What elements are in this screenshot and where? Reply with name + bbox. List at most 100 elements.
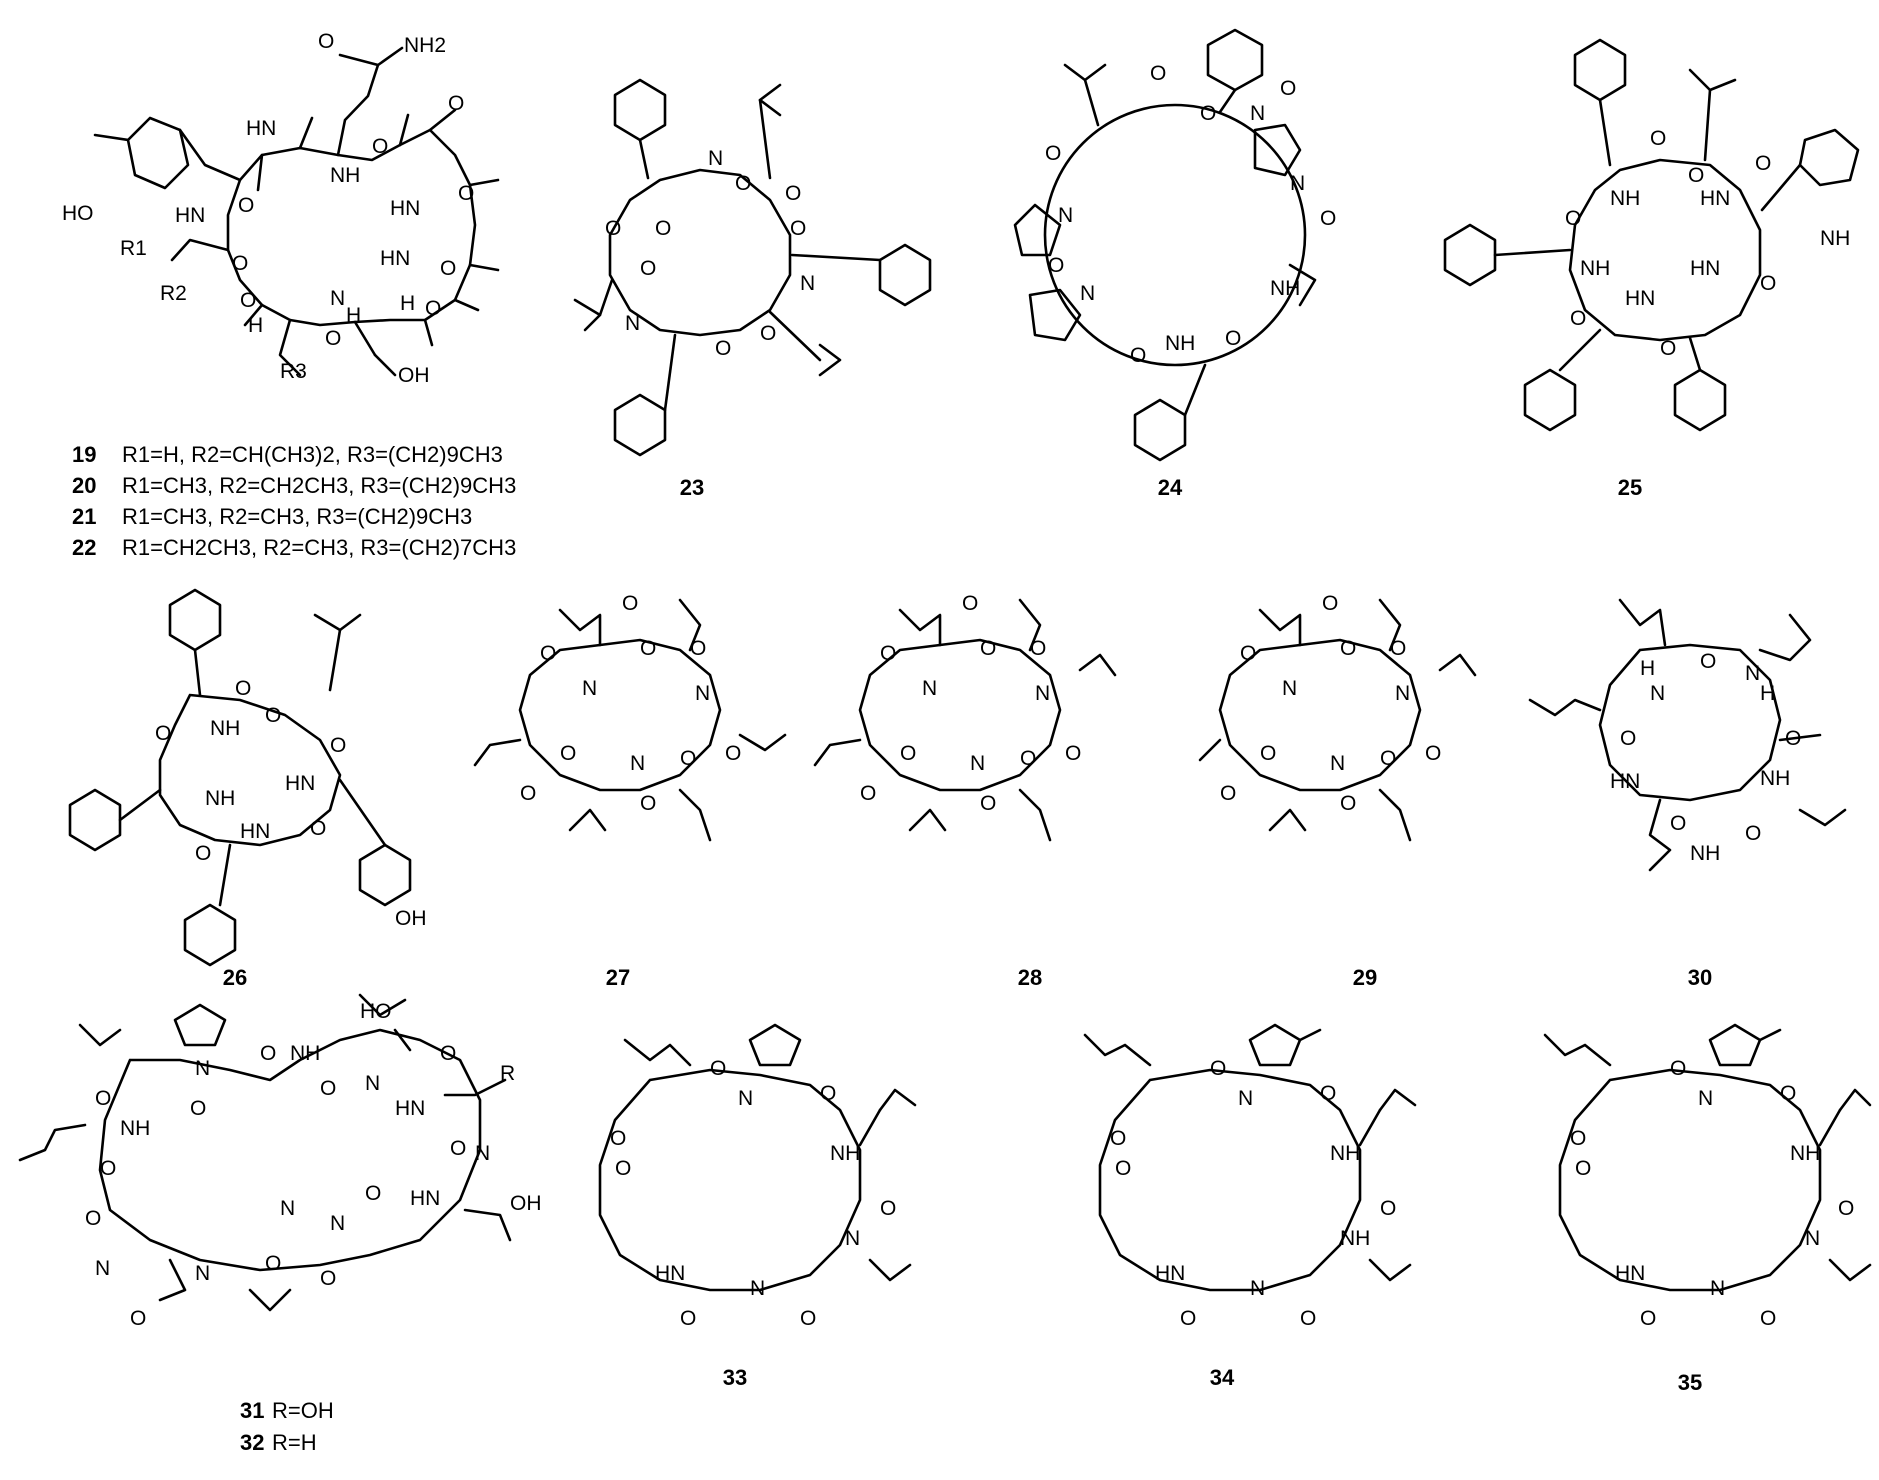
atom-O: O bbox=[1210, 1057, 1226, 1080]
atom-R2: R2 bbox=[160, 282, 187, 305]
atom-O: O bbox=[1640, 1307, 1656, 1330]
atom-O: O bbox=[735, 172, 751, 195]
atom-O: O bbox=[1320, 207, 1336, 230]
atom-O: O bbox=[1048, 254, 1064, 277]
atom-O: O bbox=[1380, 1197, 1396, 1220]
atom-O: O bbox=[1570, 1127, 1586, 1150]
atom-O: O bbox=[1065, 742, 1081, 765]
rgroup-text: R1=CH2CH3, R2=CH3, R3=(CH2)7CH3 bbox=[122, 535, 516, 560]
atom-NH: NH bbox=[205, 787, 235, 810]
structure-34: O N O O NH O O NH HN N O O 34 bbox=[1083, 1023, 1417, 1390]
structure-35: O N O O NH O O N HN N O O 35 bbox=[1543, 1023, 1872, 1395]
atom-O: O bbox=[1700, 650, 1716, 673]
atom-O: O bbox=[1620, 727, 1636, 750]
atom-O: O bbox=[980, 792, 996, 815]
structure-33: O N O O NH O O N HN N O O 33 bbox=[598, 1023, 917, 1390]
atom-O: O bbox=[458, 182, 474, 205]
rgroup-num: 20 bbox=[72, 473, 96, 498]
atom-HN: HN bbox=[1615, 1262, 1645, 1285]
atom-HN: HN bbox=[1625, 287, 1655, 310]
atom-HN: HN bbox=[395, 1097, 425, 1120]
atom-N: N bbox=[1650, 682, 1665, 705]
compound-label: 28 bbox=[1018, 965, 1042, 990]
atom-HN: HN bbox=[240, 820, 270, 843]
compound-label: 23 bbox=[680, 475, 704, 500]
atom-O: O bbox=[1425, 742, 1441, 765]
atom-O: O bbox=[310, 817, 326, 840]
atom-O: O bbox=[1745, 822, 1761, 845]
atom-O: O bbox=[440, 1042, 456, 1065]
atom-O: O bbox=[232, 252, 248, 275]
structure-24: O O N O N O NH O NH O N O N O 24 bbox=[1013, 28, 1336, 500]
atom-O: O bbox=[1340, 637, 1356, 660]
atom-O: O bbox=[1225, 327, 1241, 350]
atom-N: N bbox=[1250, 1277, 1265, 1300]
atom-O: O bbox=[760, 322, 776, 345]
atom-OH: OH bbox=[395, 907, 427, 930]
atom-O: O bbox=[680, 1307, 696, 1330]
atom-O: O bbox=[1110, 1127, 1126, 1150]
atom-O: O bbox=[1260, 742, 1276, 765]
atom-O: O bbox=[962, 592, 978, 615]
atom-O: O bbox=[1020, 747, 1036, 770]
compound-label: 24 bbox=[1158, 475, 1183, 500]
compound-label: 25 bbox=[1618, 475, 1642, 500]
atom-O: O bbox=[640, 257, 656, 280]
atom-N: N bbox=[95, 1257, 110, 1280]
atom-R: R bbox=[500, 1062, 515, 1085]
atom-O: O bbox=[440, 257, 456, 280]
rgroup-text: R=H bbox=[272, 1430, 317, 1455]
atom-O: O bbox=[450, 1137, 466, 1160]
atom-O: O bbox=[155, 722, 171, 745]
compound-label: 33 bbox=[723, 1365, 747, 1390]
compound-label: 26 bbox=[223, 965, 247, 990]
atom-O: O bbox=[260, 1042, 276, 1065]
atom-N: N bbox=[1710, 1277, 1725, 1300]
atom-NH2: NH2 bbox=[404, 34, 446, 57]
atom-O: O bbox=[320, 1077, 336, 1100]
atom-N: N bbox=[1805, 1227, 1820, 1250]
atom-NH: NH bbox=[1270, 277, 1300, 300]
atom-O: O bbox=[820, 1082, 836, 1105]
atom-NH: NH bbox=[120, 1117, 150, 1140]
atom-O: O bbox=[655, 217, 671, 240]
atom-H: H bbox=[400, 292, 415, 315]
atom-N: N bbox=[1058, 204, 1073, 227]
atom-O: O bbox=[1220, 782, 1236, 805]
structure-26: O O O NH O HN NH HN O O OH 26 bbox=[68, 588, 427, 990]
atom-N: N bbox=[195, 1057, 210, 1080]
atom-O: O bbox=[1670, 1057, 1686, 1080]
atom-HN: HN bbox=[1700, 187, 1730, 210]
atom-N: N bbox=[750, 1277, 765, 1300]
atom-NH: NH bbox=[1690, 842, 1720, 865]
atom-O: O bbox=[1390, 637, 1406, 660]
atom-O: O bbox=[800, 1307, 816, 1330]
atom-HO: HO bbox=[360, 1000, 392, 1023]
atom-O: O bbox=[265, 1252, 281, 1275]
rgroup-list-31-32: 31 R=OH 32 R=H bbox=[240, 1398, 334, 1455]
atom-O: O bbox=[240, 289, 256, 312]
atom-N: N bbox=[708, 147, 723, 170]
atom-O: O bbox=[540, 642, 556, 665]
atom-N: N bbox=[1745, 662, 1760, 685]
rgroup-text: R1=H, R2=CH(CH3)2, R3=(CH2)9CH3 bbox=[122, 442, 503, 467]
atom-O: O bbox=[1150, 62, 1166, 85]
atom-O: O bbox=[1780, 1082, 1796, 1105]
atom-N: N bbox=[1250, 102, 1265, 125]
rgroup-num: 22 bbox=[72, 535, 96, 560]
atom-N: N bbox=[695, 682, 710, 705]
atom-NH: NH bbox=[1790, 1142, 1820, 1165]
atom-O: O bbox=[1380, 747, 1396, 770]
atom-N: N bbox=[1238, 1087, 1253, 1110]
atom-NH: NH bbox=[210, 717, 240, 740]
atom-NH: NH bbox=[1330, 1142, 1360, 1165]
atom-N: N bbox=[475, 1142, 490, 1165]
atom-N: N bbox=[845, 1227, 860, 1250]
atom-O: O bbox=[100, 1157, 116, 1180]
structure-25: O O O NH HN NH O NH HN O HN O O 25 bbox=[1443, 38, 1860, 500]
atom-O: O bbox=[1670, 812, 1686, 835]
atom-HN: HN bbox=[655, 1262, 685, 1285]
atom-O: O bbox=[622, 592, 638, 615]
atom-O: O bbox=[715, 337, 731, 360]
atom-O: O bbox=[860, 782, 876, 805]
